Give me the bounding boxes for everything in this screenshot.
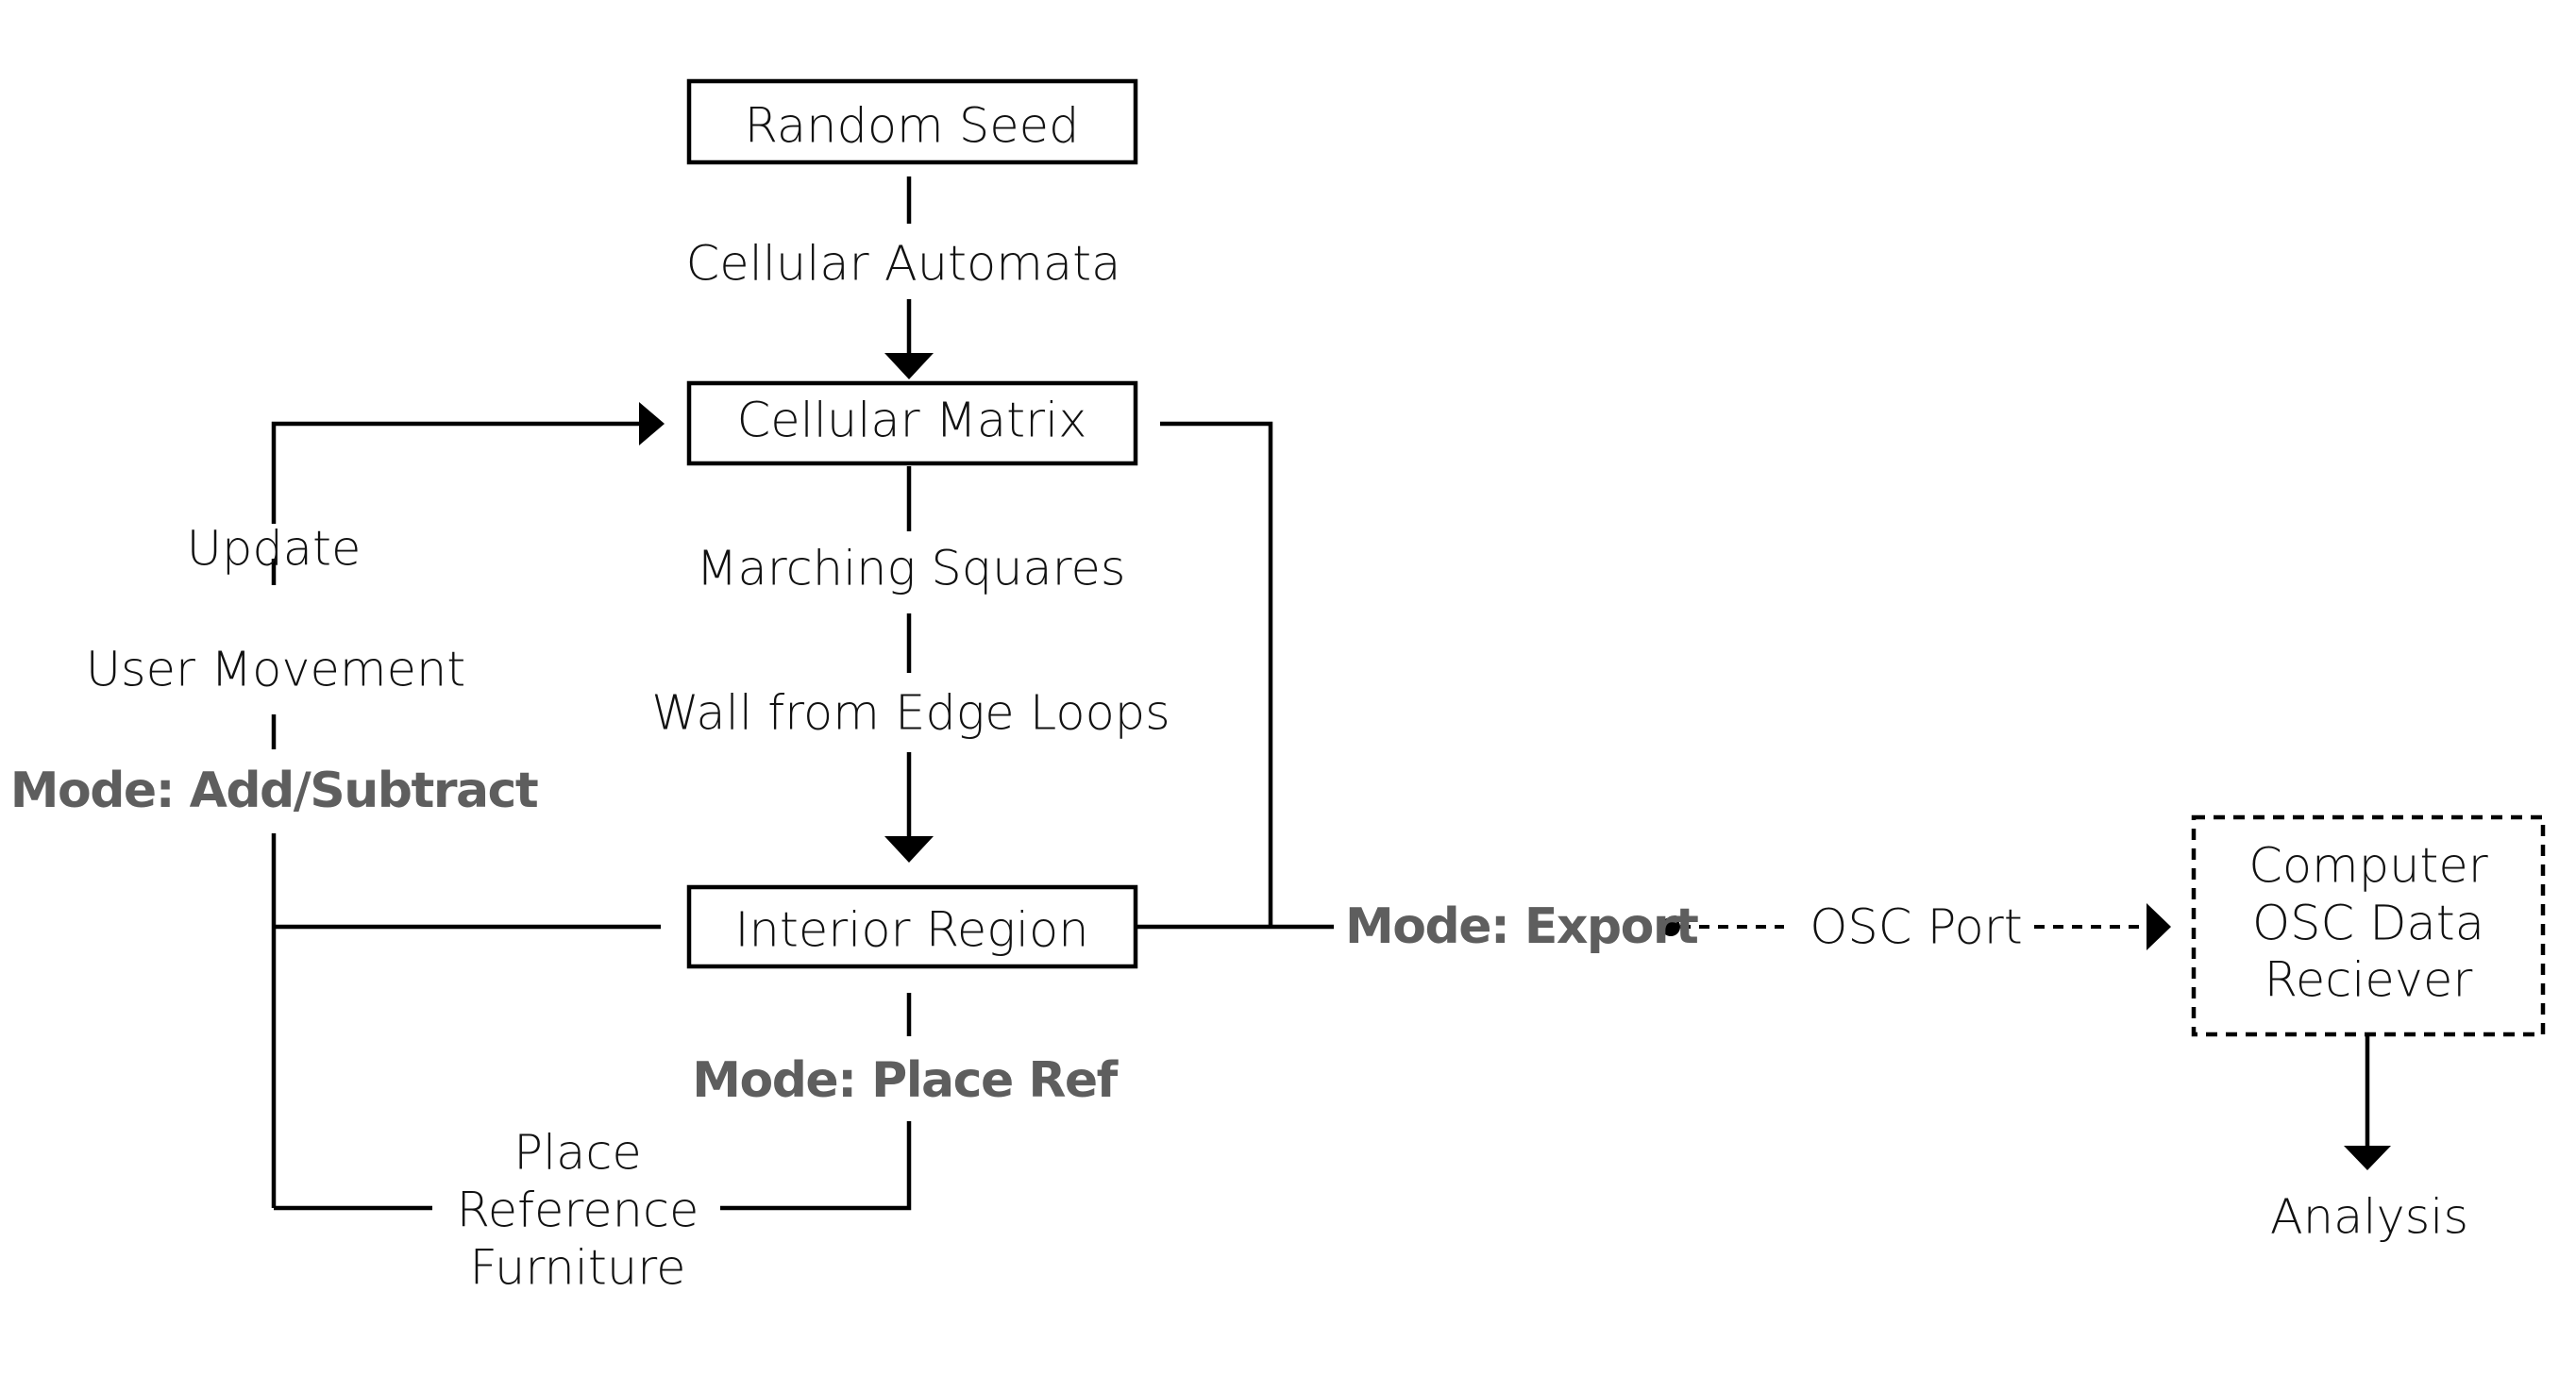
mode-place-ref-label: Mode: Place Ref [692,1052,1119,1109]
interior-region-label: Interior Region [734,903,1088,959]
cellular-matrix-label: Cellular Matrix [737,394,1087,449]
marching-squares-label: Marching Squares [697,542,1126,597]
connector-place-mode-to-furniture [720,1121,912,1211]
mode-export-label: Mode: Export [1345,898,1698,955]
arrowhead-into-receiver [2147,903,2171,950]
osc-port-label: OSC Port [1810,900,2022,956]
receiver-node [2191,814,2546,1037]
cellular-matrix-node [686,380,1138,466]
arrowhead-into-interior [884,836,934,863]
mode-add-subtract-label: Mode: Add/Subtract [10,763,538,819]
arrowhead-into-matrix [884,353,934,379]
analysis-label: Analysis [2270,1190,2468,1246]
user-movement-label: User Movement [86,643,466,698]
random-seed-label: Random Seed [745,99,1080,155]
arrowhead-into-matrix-left [639,402,665,445]
interior-region-node [686,884,1138,969]
receiver-label-line1: Computer [2248,839,2488,895]
arrowhead-into-analysis [2344,1146,2391,1170]
place-furniture-label-line3: Furniture [470,1241,686,1297]
connector-matrix-to-export [1160,421,1273,927]
receiver-label-line2: OSC Data [2252,897,2484,952]
receiver-label-line3: Reciever [2265,953,2473,1009]
export-port-dot [1661,917,1680,936]
place-furniture-label-line1: Place [514,1126,642,1182]
update-label: Update [187,522,362,578]
cellular-automata-label: Cellular Automata [686,237,1121,293]
random-seed-node [686,78,1138,165]
connector-update-to-matrix [271,421,639,524]
place-furniture-label-line2: Reference [457,1183,699,1239]
wall-from-edge-loops-label: Wall from Edge Loops [651,686,1170,742]
